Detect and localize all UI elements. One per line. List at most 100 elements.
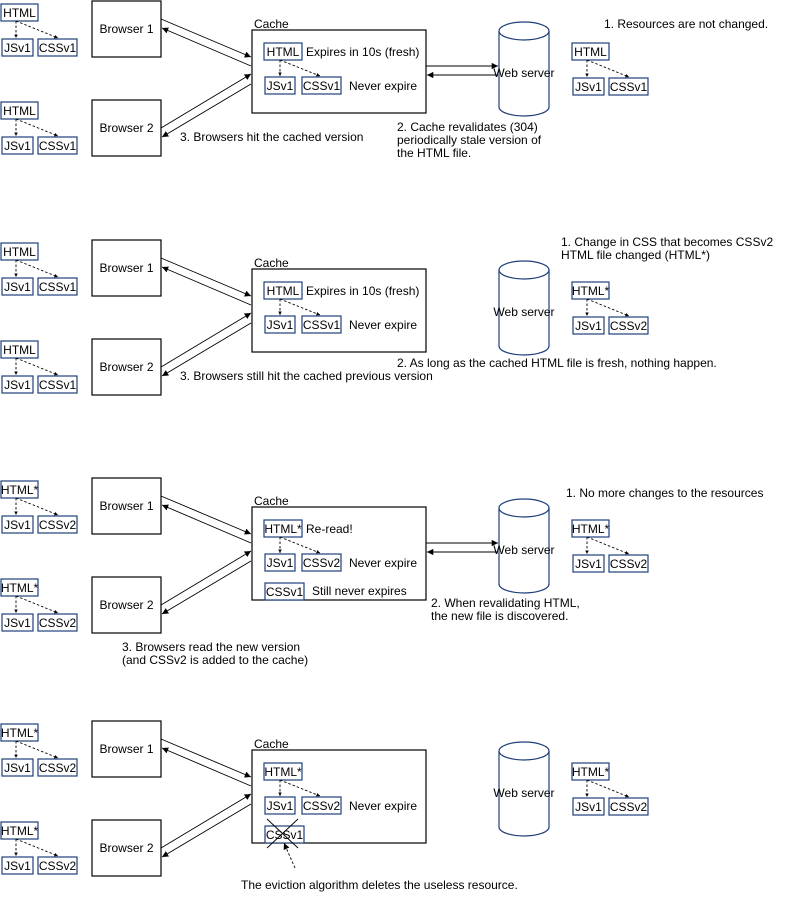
cache-js-resource: JSv1 <box>264 796 296 815</box>
step-2-note: 2. As long as the cached HTML file is fr… <box>397 356 717 370</box>
html-resource-label: HTML <box>3 245 36 259</box>
cache-css-resource: CSSv2 <box>301 553 342 572</box>
css-resource-label: CSSv1 <box>39 280 77 294</box>
js-resource-frame <box>572 77 605 96</box>
cache-html-resource: HTML <box>263 42 303 61</box>
cache-to-browser1-arrow <box>161 504 252 544</box>
css-resource: CSSv1 <box>37 277 78 296</box>
html-resource: HTML* <box>571 281 610 300</box>
browser1-to-cache-arrow <box>160 738 252 778</box>
html-resource-label: HTML* <box>1 581 39 595</box>
css-resource-label: CSSv1 <box>39 41 77 55</box>
html-resource: HTML <box>0 3 39 22</box>
web-server-body <box>498 508 550 594</box>
html-resource-frame <box>0 242 39 261</box>
cache-title: Cache <box>254 256 289 270</box>
browser2-to-cache-arrow <box>160 73 252 129</box>
css-resource-label: CSSv2 <box>610 557 648 571</box>
cache-never-expire-note: Never expire <box>349 79 417 93</box>
web-server: Web server <box>493 498 555 594</box>
html-resource-label: HTML <box>574 45 607 59</box>
cache-html-resource-label: HTML* <box>264 522 302 536</box>
cache-never-expire-note: Never expire <box>349 556 417 570</box>
html-resource-label: HTML* <box>1 726 39 740</box>
cache-js-resource-label: JSv1 <box>267 318 294 332</box>
browser-1-frame <box>91 477 162 535</box>
css-resource: CSSv1 <box>608 77 649 96</box>
css-resource: CSSv1 <box>37 136 78 155</box>
css-resource-frame <box>37 277 78 296</box>
web-server-label: Web server <box>493 543 554 557</box>
css-resource-frame <box>37 375 78 394</box>
web-server-top <box>498 741 550 761</box>
css-resource: CSSv2 <box>37 758 78 777</box>
cache-to-browser1-arrow <box>161 266 252 306</box>
css-resource-label: CSSv2 <box>610 800 648 814</box>
html-resource-label: HTML* <box>572 765 610 779</box>
html-resource-frame <box>571 42 610 61</box>
css-resource: CSSv1 <box>37 38 78 57</box>
web-server-label: Web server <box>493 305 554 319</box>
html-resource: HTML* <box>0 480 39 499</box>
browser1-resources: HTML* JSv1 CSSv2 <box>0 723 78 777</box>
cache-to-browser1-arrow <box>161 27 252 67</box>
css-resource-frame <box>37 136 78 155</box>
css-resource: CSSv2 <box>37 856 78 875</box>
css-resource: CSSv2 <box>608 797 649 816</box>
js-resource-label: JSv1 <box>4 280 31 294</box>
js-resource: JSv1 <box>1 613 34 632</box>
cache-js-resource-frame <box>264 315 296 334</box>
cache-to-browser2-arrow <box>161 322 252 377</box>
web-server-label: Web server <box>493 786 554 800</box>
html-resource: HTML* <box>0 821 39 840</box>
css-resource-label: CSSv1 <box>610 80 648 94</box>
js-resource: JSv1 <box>572 797 605 816</box>
html-resource-label: HTML <box>3 104 36 118</box>
dependency-arrow-css <box>15 740 59 759</box>
cache-evicted-css-resource: CSSv1 <box>264 825 305 844</box>
browser-1-label: Browser 1 <box>99 499 153 513</box>
dependency-arrow-css <box>15 595 59 614</box>
cache-html-resource-label: HTML <box>267 284 300 298</box>
js-resource-label: JSv1 <box>4 761 31 775</box>
dependency-arrow-css <box>15 118 59 137</box>
js-resource-label: JSv1 <box>575 800 602 814</box>
step-2-note: the new file is discovered. <box>431 609 568 623</box>
js-resource-label: JSv1 <box>575 557 602 571</box>
cache-html-resource: HTML* <box>263 519 303 538</box>
css-resource-label: CSSv2 <box>610 319 648 333</box>
html-resource: HTML <box>571 42 610 61</box>
js-resource: JSv1 <box>1 515 34 534</box>
css-resource-label: CSSv2 <box>39 859 77 873</box>
dependency-arrow-css <box>586 779 630 798</box>
js-resource-frame <box>1 758 34 777</box>
html-resource: HTML* <box>0 578 39 597</box>
cache-js-resource: JSv1 <box>264 315 296 334</box>
browser2-to-cache-arrow <box>160 312 252 368</box>
web-server-body <box>498 270 550 356</box>
css-resource-frame <box>608 77 649 96</box>
js-resource-frame <box>572 316 605 335</box>
js-resource-frame <box>572 554 605 573</box>
css-resource: CSSv2 <box>608 554 649 573</box>
html-resource-frame <box>571 281 610 300</box>
step-3-note: (and CSSv2 is added to the cache) <box>122 653 308 667</box>
dependency-arrow-css <box>586 536 630 555</box>
js-resource-frame <box>1 136 34 155</box>
css-resource-frame <box>608 554 649 573</box>
dependency-arrow-css <box>15 497 59 516</box>
css-resource-label: CSSv1 <box>39 378 77 392</box>
js-resource: JSv1 <box>572 316 605 335</box>
dependency-arrow-css <box>15 20 59 39</box>
step-3-note: 3. Browsers hit the cached version <box>180 130 363 144</box>
step-1-note: HTML file changed (HTML*) <box>561 248 710 262</box>
cache-title: Cache <box>254 494 289 508</box>
cache-html-resource: HTML* <box>263 762 303 781</box>
cache-js-resource-frame <box>264 553 296 572</box>
css-resource: CSSv2 <box>37 515 78 534</box>
